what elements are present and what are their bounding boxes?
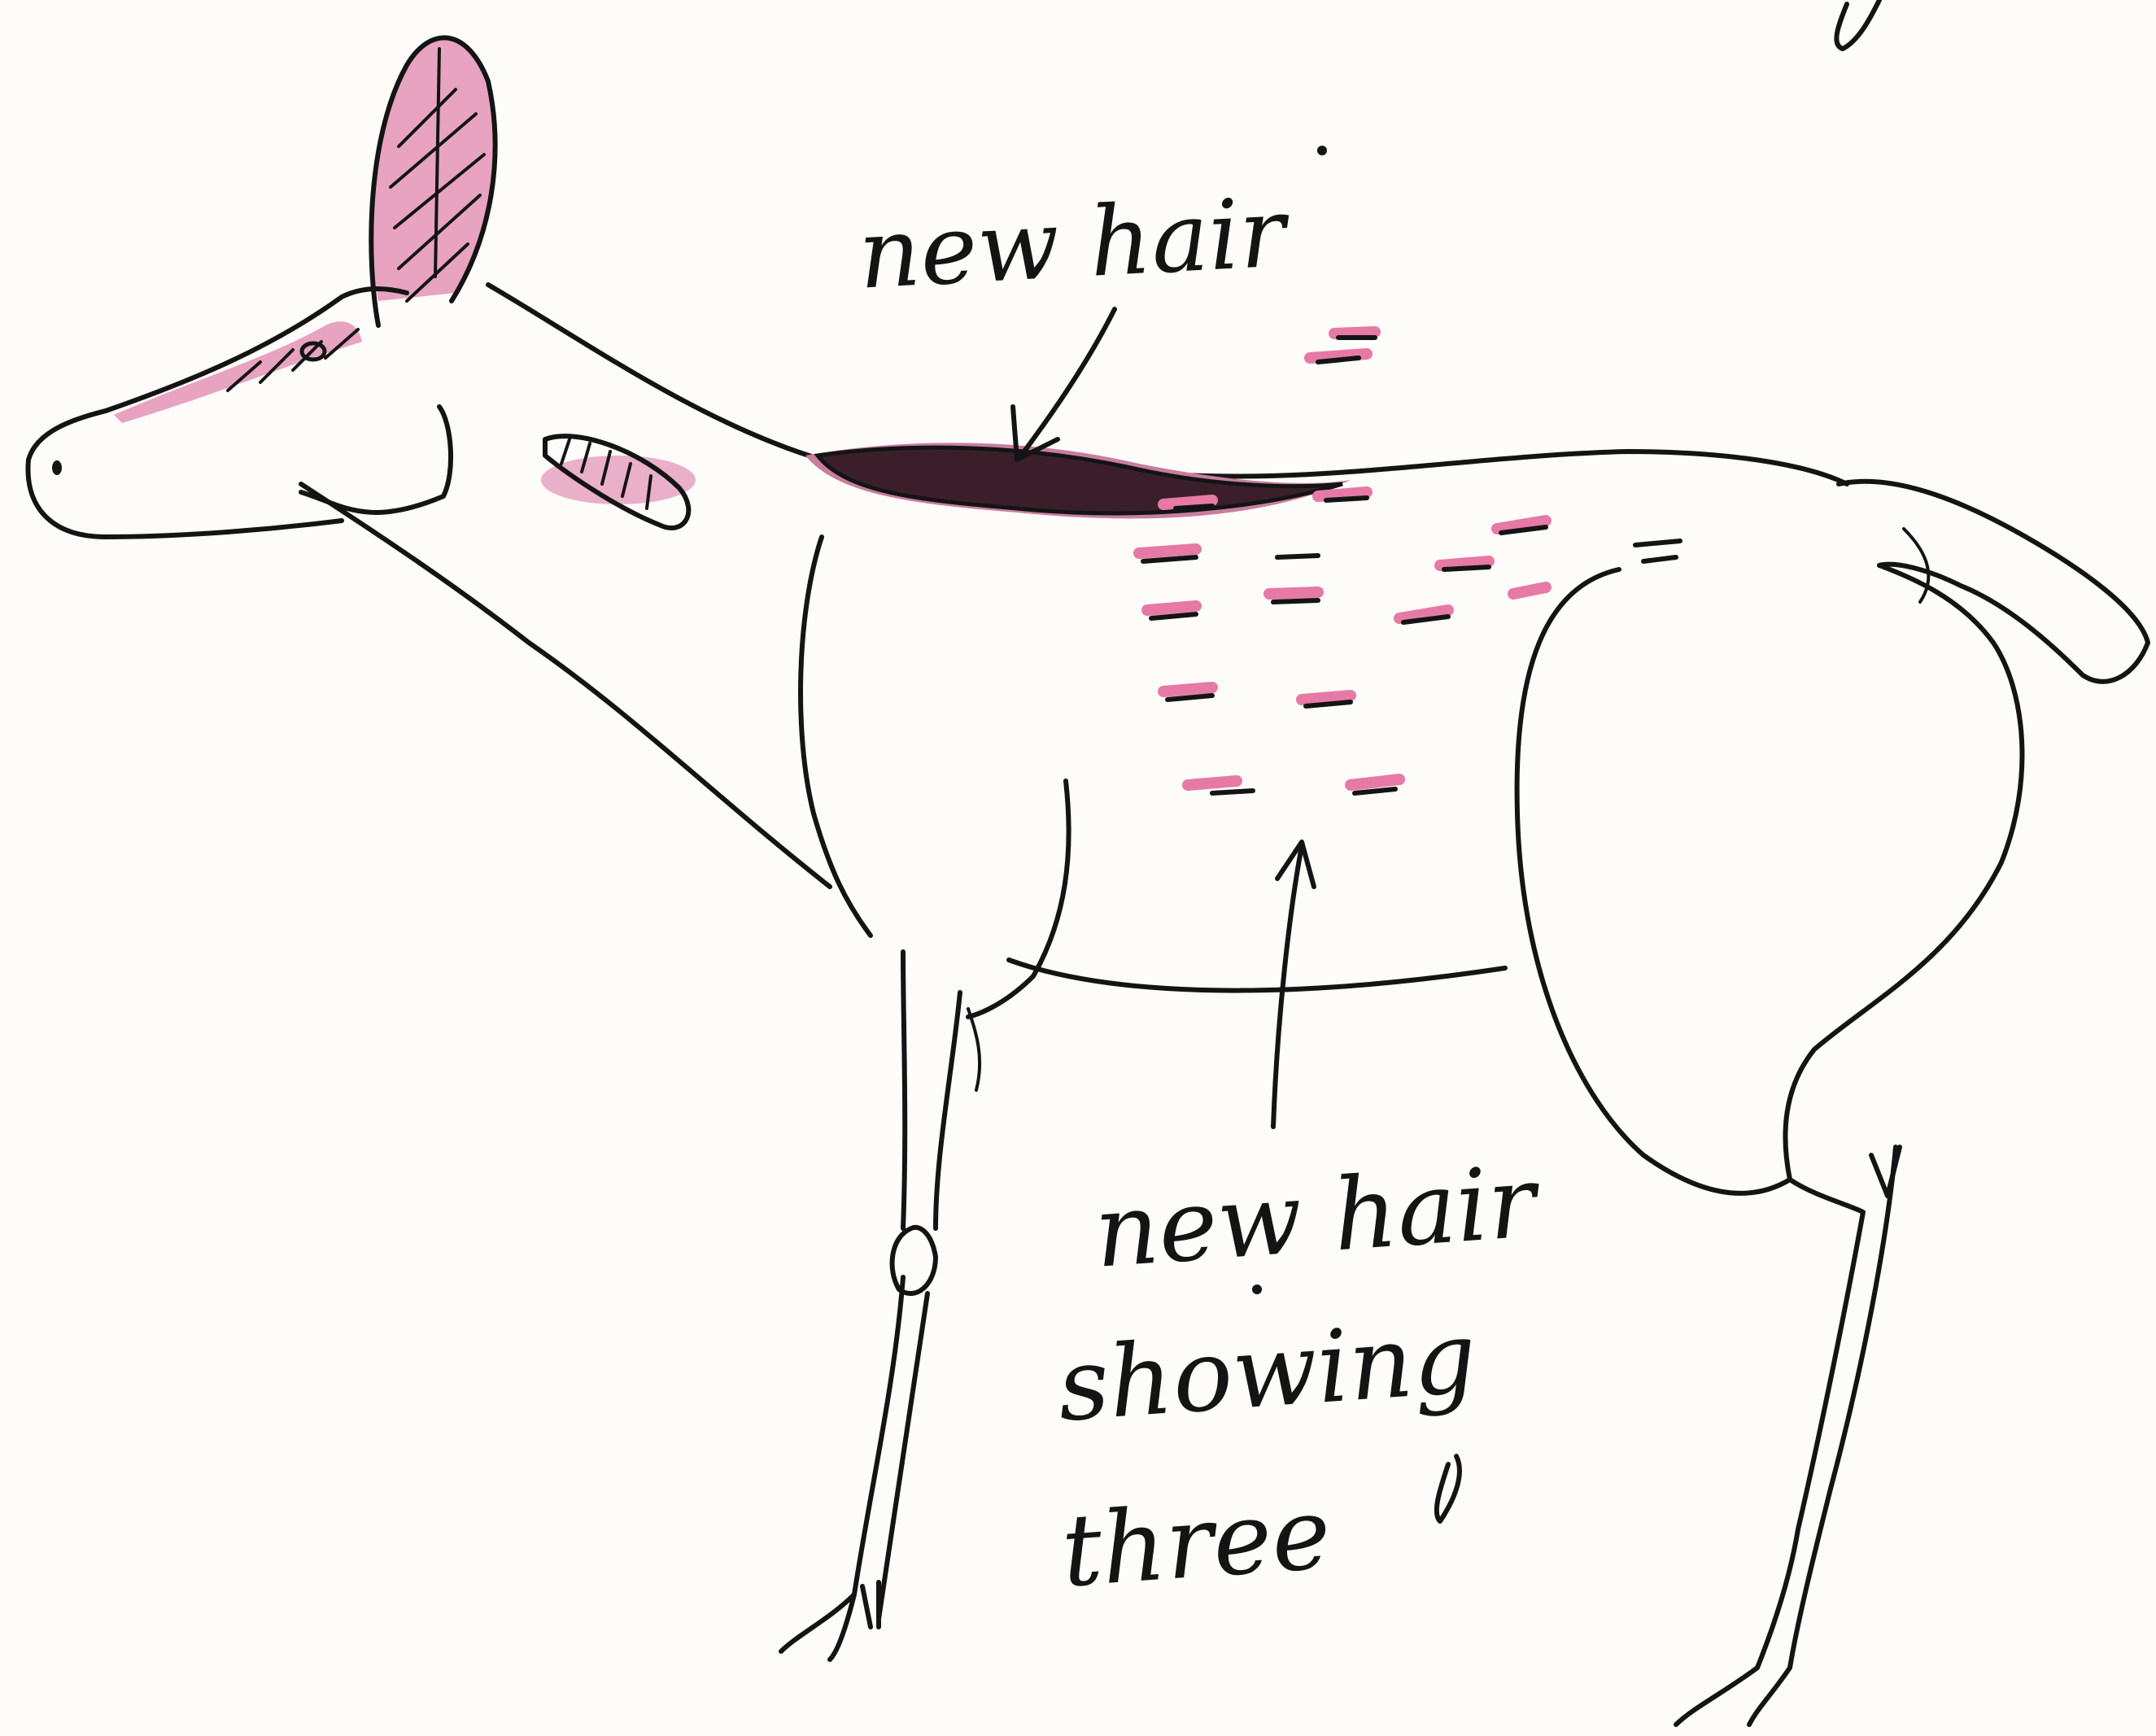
label-showing: showing bbox=[1054, 1307, 1479, 1436]
chest-line bbox=[801, 537, 871, 936]
neck-patch bbox=[541, 436, 696, 528]
dash-pink-13 bbox=[1302, 696, 1351, 700]
corner-stroke bbox=[1836, 0, 1879, 49]
dash-14 bbox=[1212, 791, 1253, 793]
neck-top bbox=[488, 285, 1847, 484]
dash-15 bbox=[1355, 789, 1395, 793]
hind-leg-back bbox=[1790, 1147, 1896, 1668]
front-legs bbox=[781, 952, 980, 1660]
dash-8 bbox=[1444, 567, 1489, 569]
dash-7 bbox=[1277, 556, 1318, 557]
dot-bottom bbox=[1252, 1285, 1262, 1294]
arrow-top-shaft bbox=[1021, 309, 1115, 456]
dewclaw bbox=[893, 1228, 936, 1293]
dash-3 bbox=[1176, 506, 1212, 508]
nostril bbox=[52, 460, 62, 475]
dash-pink-15 bbox=[1351, 779, 1399, 785]
label-new-hair-bottom: new hair bbox=[1091, 1152, 1538, 1282]
dash-16 bbox=[1643, 557, 1676, 561]
back-stripe bbox=[805, 443, 1351, 518]
dash-pink-6 bbox=[1139, 549, 1196, 553]
dash-pink-14 bbox=[1188, 781, 1237, 785]
dot-top bbox=[1317, 146, 1327, 155]
foreleg-back-line bbox=[968, 781, 1069, 1017]
snout-outline bbox=[28, 411, 342, 537]
label-new-hair-top: new hair bbox=[856, 184, 1287, 302]
hock-mark bbox=[1871, 1147, 1900, 1196]
back-stripe-fill bbox=[818, 447, 1342, 513]
front-leg-left bbox=[830, 952, 905, 1660]
loose-stroke bbox=[1437, 1456, 1460, 1521]
front-leg-mark bbox=[968, 1009, 980, 1090]
dash-pink-10 bbox=[1269, 592, 1318, 594]
neck-front bbox=[529, 643, 830, 887]
label-three: three bbox=[1058, 1484, 1333, 1602]
new-hair-dashes bbox=[1139, 332, 1680, 793]
belly-line bbox=[1009, 960, 1505, 991]
ear-pink-fill bbox=[372, 39, 495, 301]
forehead-pink bbox=[114, 321, 362, 423]
head bbox=[28, 289, 529, 643]
hind-hoof bbox=[1676, 1668, 1790, 1725]
dash-pink-4 bbox=[1318, 492, 1367, 496]
dash-pink-3 bbox=[1163, 500, 1212, 504]
dash-4 bbox=[1326, 498, 1367, 500]
ear bbox=[371, 37, 495, 325]
arrow-top bbox=[1013, 309, 1115, 460]
hindquarter bbox=[1517, 565, 2023, 1193]
arrow-bottom-shaft bbox=[1273, 846, 1302, 1127]
front-hoof bbox=[781, 1582, 879, 1651]
dash-10 bbox=[1273, 600, 1318, 602]
arrow-bottom bbox=[1273, 842, 1314, 1127]
tail-outline bbox=[1839, 482, 2148, 682]
dash-pink-9 bbox=[1147, 606, 1196, 610]
tail bbox=[1839, 482, 2148, 682]
front-leg-left-back bbox=[879, 992, 960, 1619]
dash-pink-1 bbox=[1334, 332, 1375, 334]
dash-17 bbox=[1635, 541, 1680, 545]
dash-pink-8 bbox=[1440, 561, 1489, 565]
dash-pink-16 bbox=[1513, 587, 1546, 594]
head-top bbox=[106, 289, 407, 411]
dash-pink-12 bbox=[1163, 687, 1212, 691]
